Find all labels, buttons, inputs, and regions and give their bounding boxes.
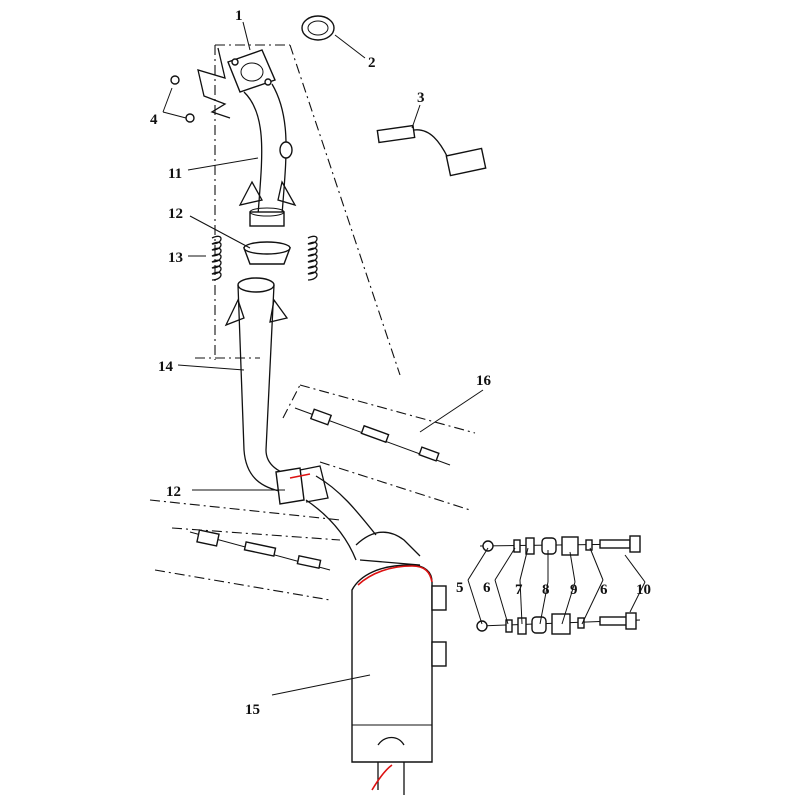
hardware-row-upper: [479, 535, 641, 556]
callout-6b: 6: [600, 582, 608, 598]
callout-6a: 6: [483, 580, 491, 596]
callout-12a: 12: [168, 206, 183, 222]
seal-ring-top: [242, 241, 292, 265]
hanger-detail-upper: [282, 384, 476, 511]
guide-lines: [195, 44, 401, 376]
callout-16: 16: [476, 373, 492, 389]
callout-2: 2: [368, 55, 376, 71]
callout-1: 1: [235, 8, 243, 24]
callout-14: 14: [158, 359, 174, 375]
callout-5: 5: [456, 580, 464, 596]
callout-10: 10: [636, 582, 651, 598]
hanger-detail-lower: [149, 499, 341, 601]
muffler: [351, 531, 447, 795]
leader-lines: [162, 21, 646, 696]
callout-12b: 12: [166, 484, 181, 500]
oxygen-sensor: [376, 124, 487, 177]
springs: [211, 235, 318, 281]
callout-9: 9: [570, 582, 578, 598]
callout-15: 15: [245, 702, 260, 718]
callout-8: 8: [542, 582, 550, 598]
hardware-row-lower: [476, 612, 641, 635]
link-pipe: [224, 277, 301, 493]
callouts: 1 2 3 4 5 6 7 8 9 6 10 11 12 13 14 16 12…: [150, 8, 651, 718]
callout-13: 13: [168, 250, 183, 266]
callout-4: 4: [150, 112, 158, 128]
callout-7: 7: [515, 582, 523, 598]
callout-3: 3: [417, 90, 425, 106]
ring-gasket: [301, 15, 335, 41]
callout-11: 11: [168, 166, 182, 182]
connection-joint: [275, 465, 377, 561]
gasket-bolts: [170, 47, 231, 123]
header-pipe: [227, 49, 297, 227]
